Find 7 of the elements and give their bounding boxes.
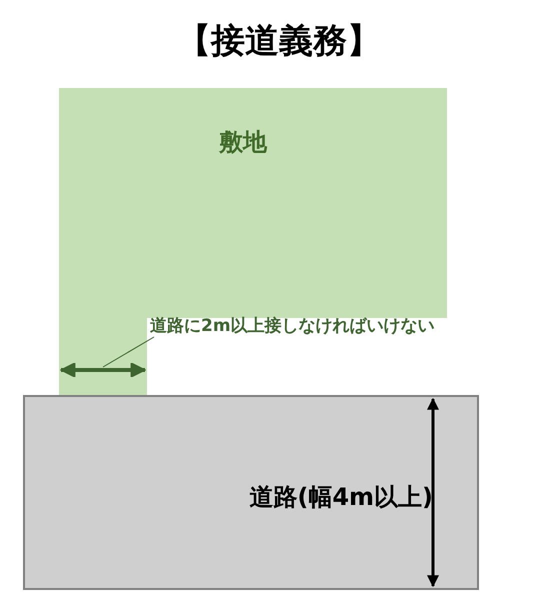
area-label: 道路(幅4m以上) bbox=[249, 482, 433, 513]
area-label: 敷地 bbox=[219, 127, 267, 158]
road-area bbox=[23, 395, 479, 590]
note-text: 道路に2m以上接しなければいけない bbox=[150, 314, 435, 337]
dimension-line bbox=[60, 363, 146, 377]
title: 【接道義務】 bbox=[177, 21, 381, 61]
site-area bbox=[59, 88, 447, 395]
